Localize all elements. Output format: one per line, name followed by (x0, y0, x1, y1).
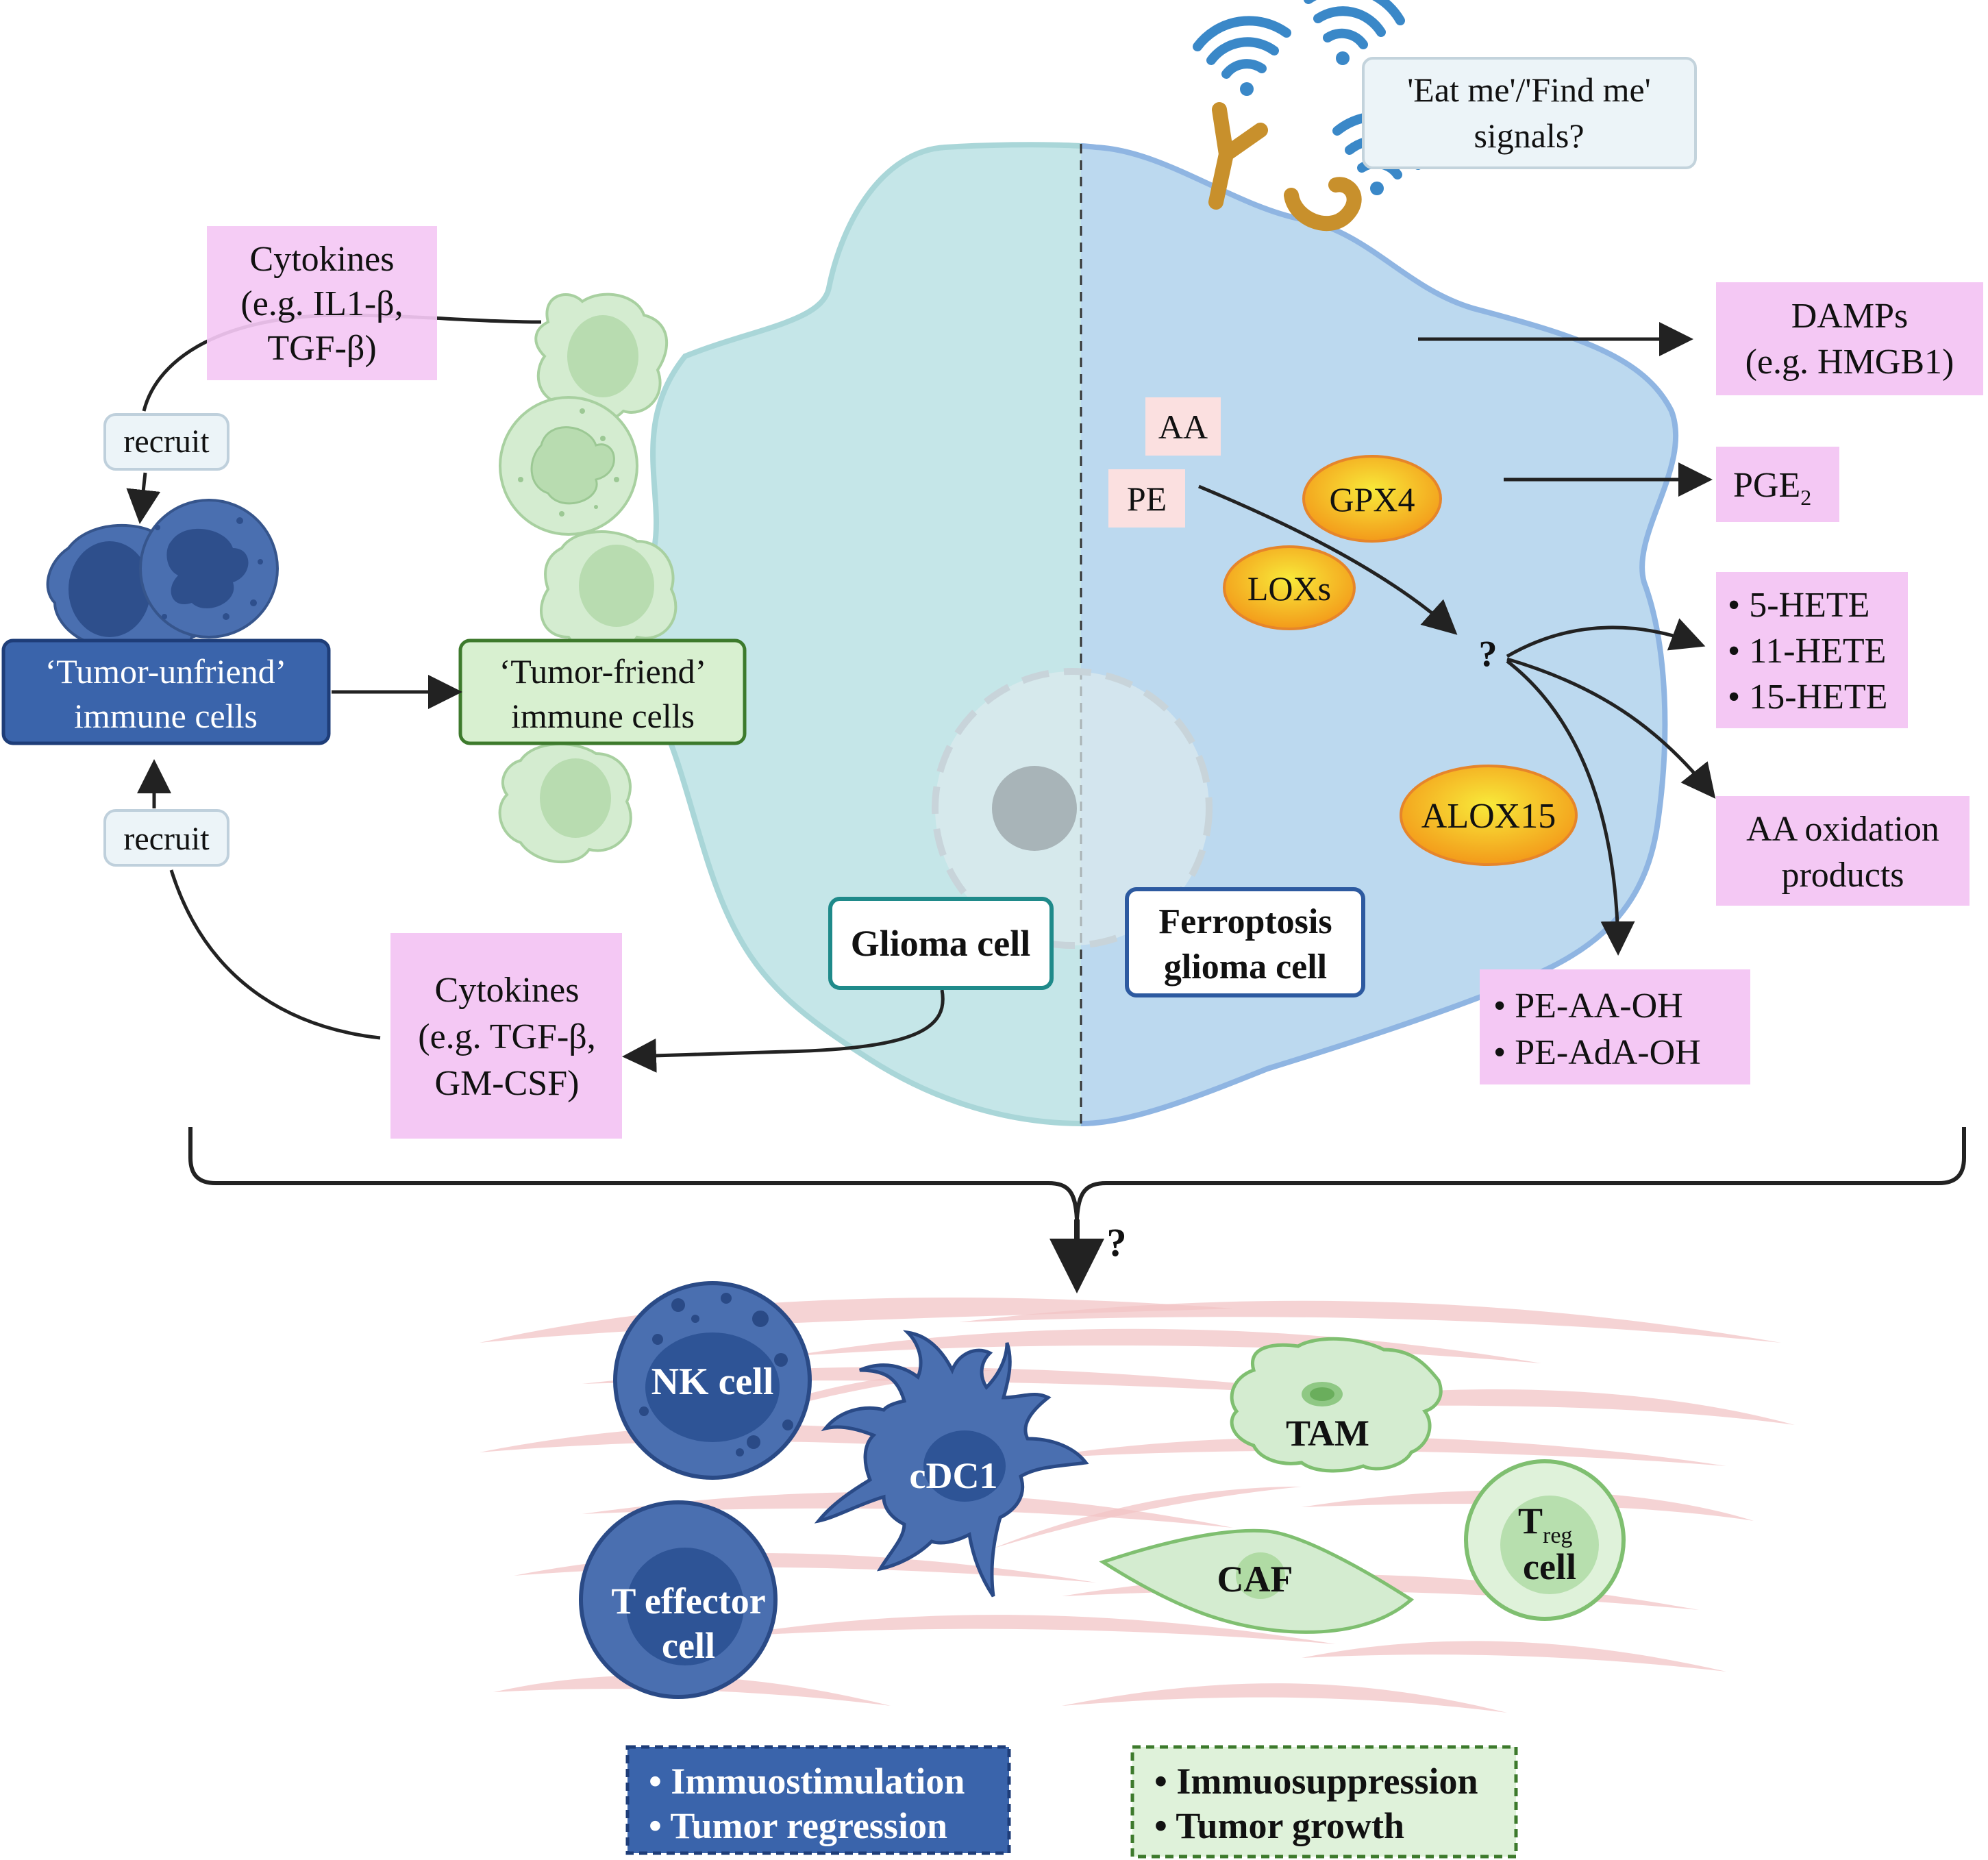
svg-text:reg: reg (1543, 1523, 1572, 1548)
glioma-cell-label-box: Glioma cell (828, 897, 1054, 990)
svg-text:cell: cell (662, 1625, 715, 1666)
alox15-enzyme: ALOX15 (1400, 765, 1578, 866)
blue-immune-cells (46, 499, 279, 655)
treg-cell: T reg cell (1464, 1459, 1626, 1621)
damps-box: DAMPs (e.g. HMGB1) (1716, 282, 1983, 395)
pe-aa-oh-box: • PE-AA-OH • PE-AdA-OH (1480, 969, 1750, 1084)
svg-text:• PE-AdA-OH: • PE-AdA-OH (1493, 1033, 1701, 1072)
glioma-to-cytokines-arrow (622, 989, 945, 1073)
svg-text:(e.g. HMGB1): (e.g. HMGB1) (1745, 343, 1954, 382)
svg-text:'Eat me'/'Find me': 'Eat me'/'Find me' (1407, 71, 1650, 109)
cytokines-bottom-curve (169, 869, 381, 1040)
svg-text:‘Tumor-friend’: ‘Tumor-friend’ (499, 652, 707, 691)
svg-text:immune cells: immune cells (511, 697, 695, 735)
svg-text:(e.g. TGF-β,: (e.g. TGF-β, (418, 1017, 595, 1056)
svg-text:NK cell: NK cell (651, 1361, 774, 1403)
hete-box: • 5-HETE • 11-HETE • 15-HETE (1716, 572, 1908, 728)
eat-me-signals-box: 'Eat me'/'Find me' signals? (1362, 57, 1697, 169)
ferroptosis-cell-body (1081, 143, 1679, 1127)
pe-to-question-arrow (1198, 484, 1458, 635)
svg-text:• Immuostimulation: • Immuostimulation (649, 1761, 965, 1802)
question-to-hete-arrow (1506, 618, 1706, 658)
svg-text:CAF: CAF (1217, 1559, 1293, 1600)
svg-text:cell: cell (1523, 1546, 1576, 1587)
svg-text:PGE2: PGE2 (1733, 466, 1811, 510)
tam-cell: TAM (1230, 1337, 1443, 1473)
svg-text:recruit: recruit (123, 423, 210, 460)
recruit-top-box: recruit (103, 413, 229, 471)
svg-text:recruit: recruit (123, 821, 210, 857)
svg-text:Cytokines: Cytokines (250, 240, 395, 279)
svg-text:• 11-HETE: • 11-HETE (1728, 632, 1886, 671)
receptor-u-icon (1284, 177, 1362, 232)
svg-text:T effector: T effector (611, 1580, 765, 1622)
ferroptosis-label-box: Ferroptosis glioma cell (1125, 887, 1365, 997)
question-to-aa-oxidation-arrow (1506, 657, 1716, 799)
cytokines-top-box: Cytokines (e.g. IL1-β, TGF-β) (207, 226, 437, 380)
svg-text:• 15-HETE: • 15-HETE (1728, 678, 1887, 717)
svg-text:Glioma cell: Glioma cell (851, 923, 1030, 964)
svg-text:DAMPs: DAMPs (1791, 297, 1909, 336)
svg-text:• Immuosuppression: • Immuosuppression (1154, 1761, 1478, 1802)
svg-text:TGF-β): TGF-β) (267, 329, 376, 368)
curly-brace (188, 1127, 1966, 1220)
pge2-box: PGE2 (1716, 447, 1839, 522)
question-to-pe-aa-oh-arrow (1506, 660, 1635, 956)
immunostimulation-box: • Immuostimulation • Tumor regression (625, 1745, 1011, 1855)
svg-text:PE: PE (1127, 480, 1167, 518)
t-effector-cell: T effector cell (579, 1500, 778, 1699)
gpx4-enzyme: GPX4 (1302, 455, 1442, 543)
svg-text:AA: AA (1158, 408, 1208, 446)
svg-text:• 5-HETE: • 5-HETE (1728, 586, 1869, 625)
svg-text:Cytokines: Cytokines (435, 971, 580, 1010)
nk-cell: NK cell (613, 1281, 812, 1480)
cytokines-bottom-box: Cytokines (e.g. TGF-β, GM-CSF) (390, 933, 622, 1139)
recruit-bottom-box: recruit (103, 809, 229, 867)
svg-text:Ferroptosis: Ferroptosis (1158, 902, 1332, 941)
tumor-friend-box: ‘Tumor-friend’ immune cells (458, 638, 747, 745)
nucleus (932, 668, 1213, 949)
svg-text:AA oxidation: AA oxidation (1746, 810, 1939, 849)
question-mark-bottom: ? (1107, 1220, 1127, 1265)
question-mark-inside: ? (1479, 633, 1498, 674)
receptor-y-icon (1208, 102, 1268, 210)
svg-text:glioma cell: glioma cell (1164, 947, 1327, 987)
aa-oxidation-box: AA oxidation products (1716, 796, 1970, 906)
svg-text:GPX4: GPX4 (1329, 480, 1415, 519)
svg-text:T: T (1518, 1500, 1543, 1541)
svg-text:• PE-AA-OH: • PE-AA-OH (1493, 987, 1683, 1026)
svg-text:signals?: signals? (1474, 116, 1584, 155)
recruit-top-arrow (126, 472, 161, 524)
pe-label: PE (1108, 469, 1185, 528)
svg-text:• Tumor growth: • Tumor growth (1154, 1805, 1404, 1846)
svg-text:• Tumor regression: • Tumor regression (649, 1805, 947, 1846)
svg-text:GM-CSF): GM-CSF) (435, 1064, 580, 1103)
immunosuppression-box: • Immuosuppression • Tumor growth (1130, 1745, 1518, 1859)
tumor-unfriend-box: ‘Tumor-unfriend’ immune cells (1, 638, 331, 745)
svg-text:cDC1: cDC1 (910, 1455, 998, 1496)
svg-text:‘Tumor-unfriend’: ‘Tumor-unfriend’ (45, 652, 287, 691)
svg-text:TAM: TAM (1286, 1413, 1369, 1454)
svg-text:ALOX15: ALOX15 (1421, 797, 1556, 836)
aa-label: AA (1145, 397, 1221, 456)
svg-text:products: products (1781, 856, 1904, 895)
svg-text:(e.g. IL1-β,: (e.g. IL1-β, (240, 284, 403, 323)
svg-text:immune cells: immune cells (74, 697, 258, 735)
loxs-enzyme: LOXs (1223, 545, 1356, 630)
cdc1-cell: cDC1 (814, 1330, 1089, 1598)
green-immune-cells (498, 293, 678, 864)
svg-text:LOXs: LOXs (1247, 569, 1331, 608)
caf-cell: CAF (1099, 1528, 1415, 1634)
